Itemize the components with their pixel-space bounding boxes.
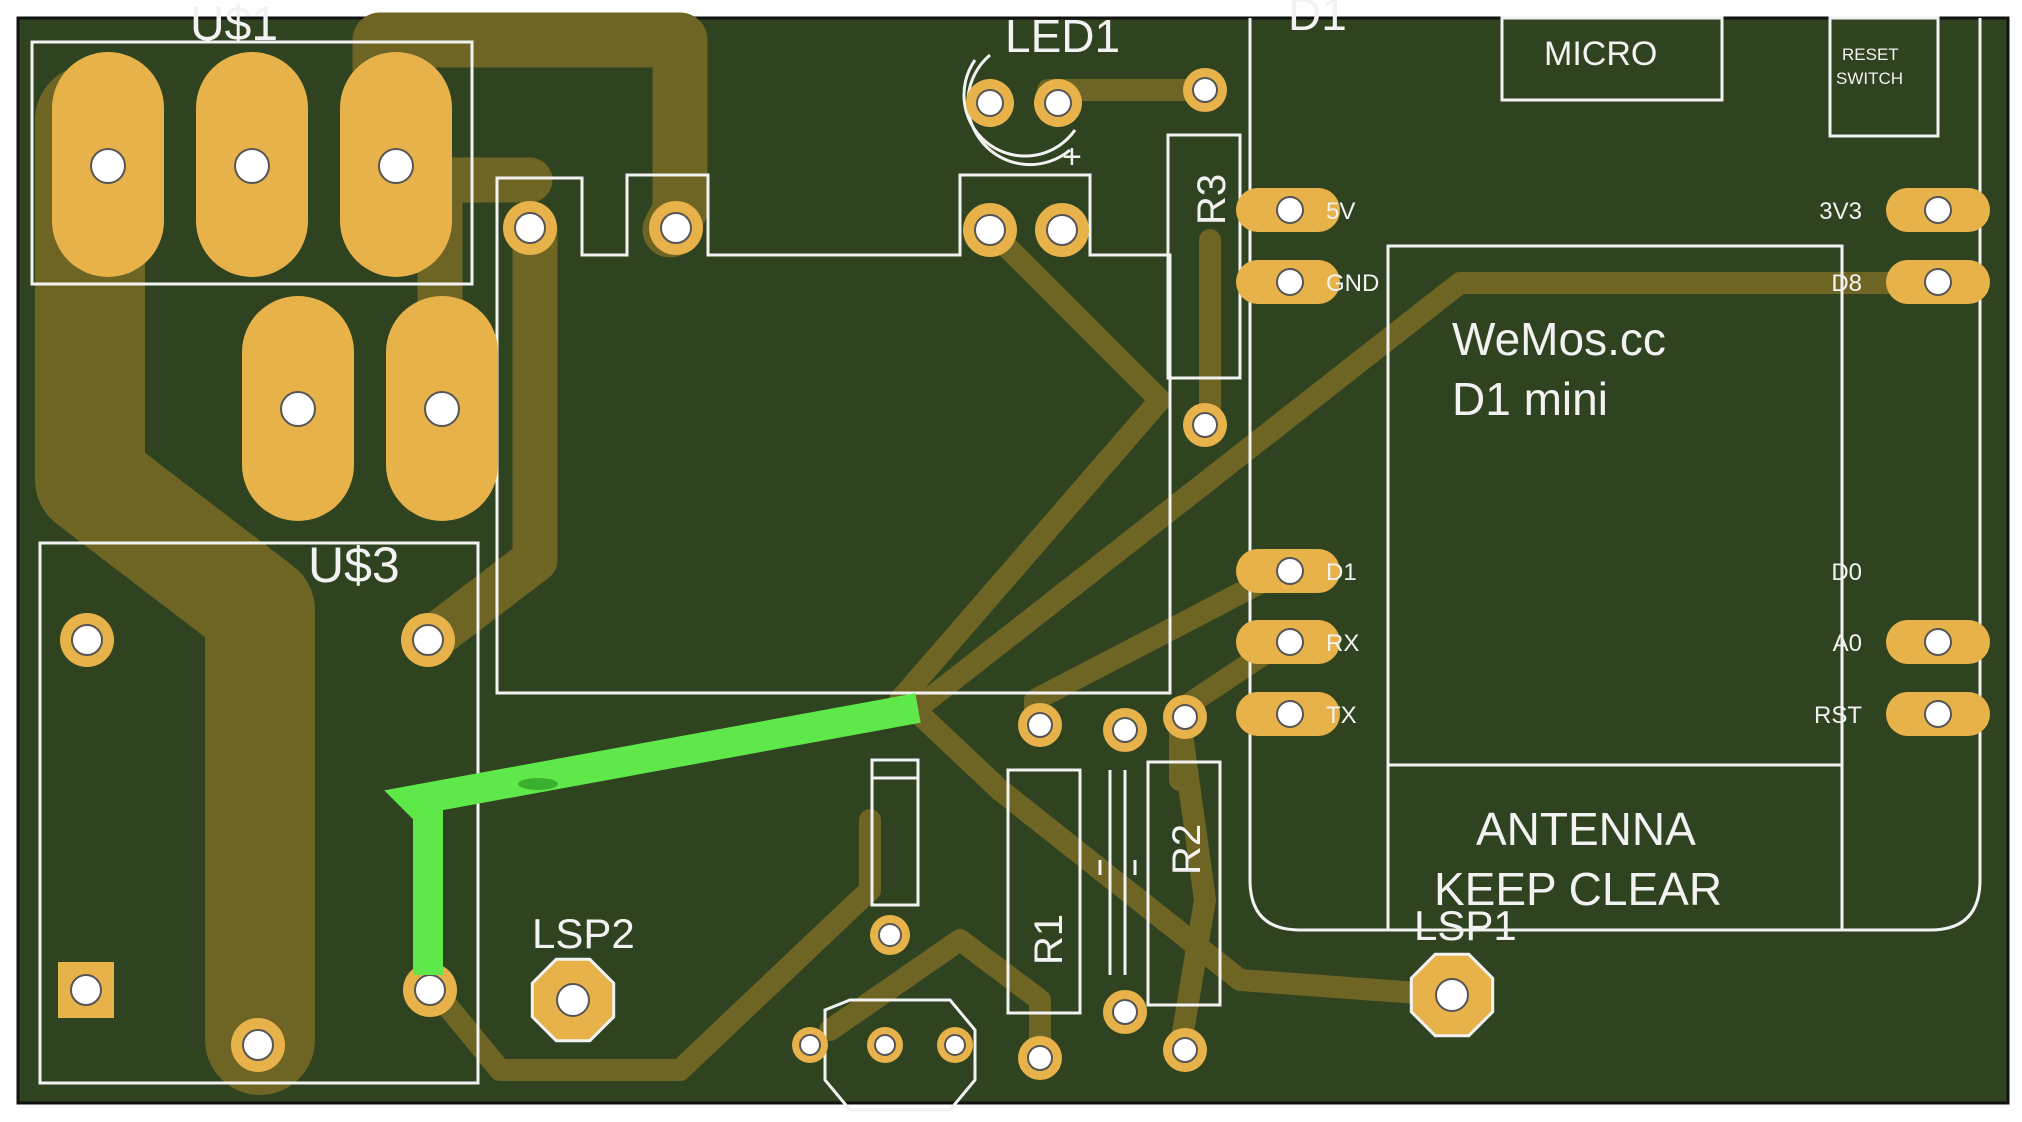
- reset-label-1: RESET: [1842, 45, 1899, 64]
- pin-label-a0: A0: [1833, 630, 1862, 657]
- pin-label-rst: RST: [1814, 702, 1862, 729]
- drill-hole: [799, 1034, 821, 1056]
- pin-label-d1: D1: [1326, 559, 1357, 586]
- antenna-label-1: ANTENNA: [1476, 803, 1696, 855]
- cap-symbol: [1098, 770, 1137, 975]
- drill: [90, 148, 126, 184]
- u1-pads[interactable]: [52, 52, 498, 521]
- usb-label: MICRO: [1544, 35, 1657, 73]
- drill-hole: [70, 974, 102, 1006]
- led1-label: LED1: [1005, 10, 1120, 62]
- led-ring: [962, 59, 1077, 158]
- pin-drill: [1276, 700, 1304, 728]
- lsp2-label: LSP2: [532, 910, 635, 957]
- trace-d8-long: [904, 272, 1956, 1006]
- trace-r2-right: [1169, 709, 1216, 1061]
- drill: [280, 391, 316, 427]
- wemos-label-1: WeMos.cc: [1452, 313, 1666, 365]
- pin-label-5v: 5V: [1326, 198, 1355, 225]
- r2-outline: [1146, 760, 1222, 1007]
- drill-hole: [1192, 412, 1218, 438]
- drill: [234, 148, 270, 184]
- diode-outline: [870, 758, 920, 907]
- antenna-label-2: KEEP CLEAR: [1434, 863, 1722, 915]
- pin-drill: [1924, 700, 1952, 728]
- drill-hole: [1046, 214, 1078, 246]
- trace-u3-top: [407, 207, 558, 663]
- round-pads[interactable]: [58, 68, 1495, 1080]
- drill: [378, 148, 414, 184]
- drill-hole: [71, 624, 103, 656]
- drill-hole: [1112, 999, 1138, 1025]
- r1-label: R1: [1027, 914, 1071, 965]
- drill: [424, 391, 460, 427]
- drill-hole: [1112, 717, 1138, 743]
- regulator-outline: [495, 173, 1172, 695]
- drill-hole: [660, 212, 692, 244]
- r2-label: R2: [1165, 824, 1209, 875]
- drill-hole: [556, 983, 590, 1017]
- u1-outline: [30, 40, 474, 286]
- silk-text: U$1 U$3 LED1 + D1 MICRO RESET SWITCH WeM…: [190, 0, 1903, 965]
- d1-label: D1: [1288, 0, 1347, 40]
- pin-drill: [1276, 628, 1304, 656]
- u3-outline: [38, 541, 480, 1085]
- drill-hole: [514, 212, 546, 244]
- pin-drill: [1276, 557, 1304, 585]
- pin-label-gnd: GND: [1326, 270, 1379, 297]
- drill-hole: [412, 624, 444, 656]
- reset-label-2: SWITCH: [1836, 69, 1903, 88]
- wemos-shield: [1386, 244, 1844, 932]
- pin-drill: [1276, 268, 1304, 296]
- r3-outline: [1166, 133, 1242, 380]
- trace-wide-main: [35, 65, 315, 1095]
- u1-label: U$1: [190, 0, 278, 51]
- drill-hole: [878, 923, 902, 947]
- drill-hole: [976, 89, 1004, 117]
- pin-label-d8: D8: [1831, 270, 1862, 297]
- drill-hole: [1044, 89, 1072, 117]
- trace-bottom-2: [819, 929, 1051, 1066]
- transistor-outline: [823, 998, 977, 1112]
- wemos-label-2: D1 mini: [1452, 373, 1608, 425]
- green-highlight-trace[interactable]: [384, 693, 921, 975]
- lsp1-label: LSP1: [1414, 902, 1517, 949]
- drill-hole: [1027, 712, 1053, 738]
- pin-label-d0: D0: [1831, 559, 1862, 586]
- drill-hole: [242, 1029, 274, 1061]
- drill-hole: [874, 1034, 896, 1056]
- drill-hole: [974, 214, 1006, 246]
- r3-label: R3: [1190, 174, 1234, 225]
- led-ring-2: [966, 53, 1071, 167]
- trace-diag-mid: [889, 219, 1171, 711]
- pin-drill: [1924, 196, 1952, 224]
- pin-label-rx: RX: [1326, 630, 1359, 657]
- usb-outline: [1500, 16, 1724, 102]
- pin-drill: [1276, 196, 1304, 224]
- pin-drill: [1924, 628, 1952, 656]
- u3-label: U$3: [308, 537, 400, 593]
- pin-label-tx: TX: [1326, 702, 1357, 729]
- drill-hole: [414, 974, 446, 1006]
- silkscreen: [30, 16, 1982, 1112]
- drill-hole: [1172, 704, 1198, 730]
- reset-outline: [1828, 16, 1940, 138]
- led-plus: +: [1062, 138, 1082, 176]
- drill-hole: [1192, 77, 1218, 103]
- r1-outline: [1006, 768, 1082, 1015]
- drill-hole: [944, 1034, 966, 1056]
- pin-drill: [1924, 268, 1952, 296]
- highlight-marker: [518, 778, 558, 790]
- pin-label-3v3: 3V3: [1819, 198, 1862, 225]
- drill-hole: [1435, 978, 1469, 1012]
- drill-hole: [1172, 1037, 1198, 1063]
- drill-hole: [1027, 1045, 1053, 1071]
